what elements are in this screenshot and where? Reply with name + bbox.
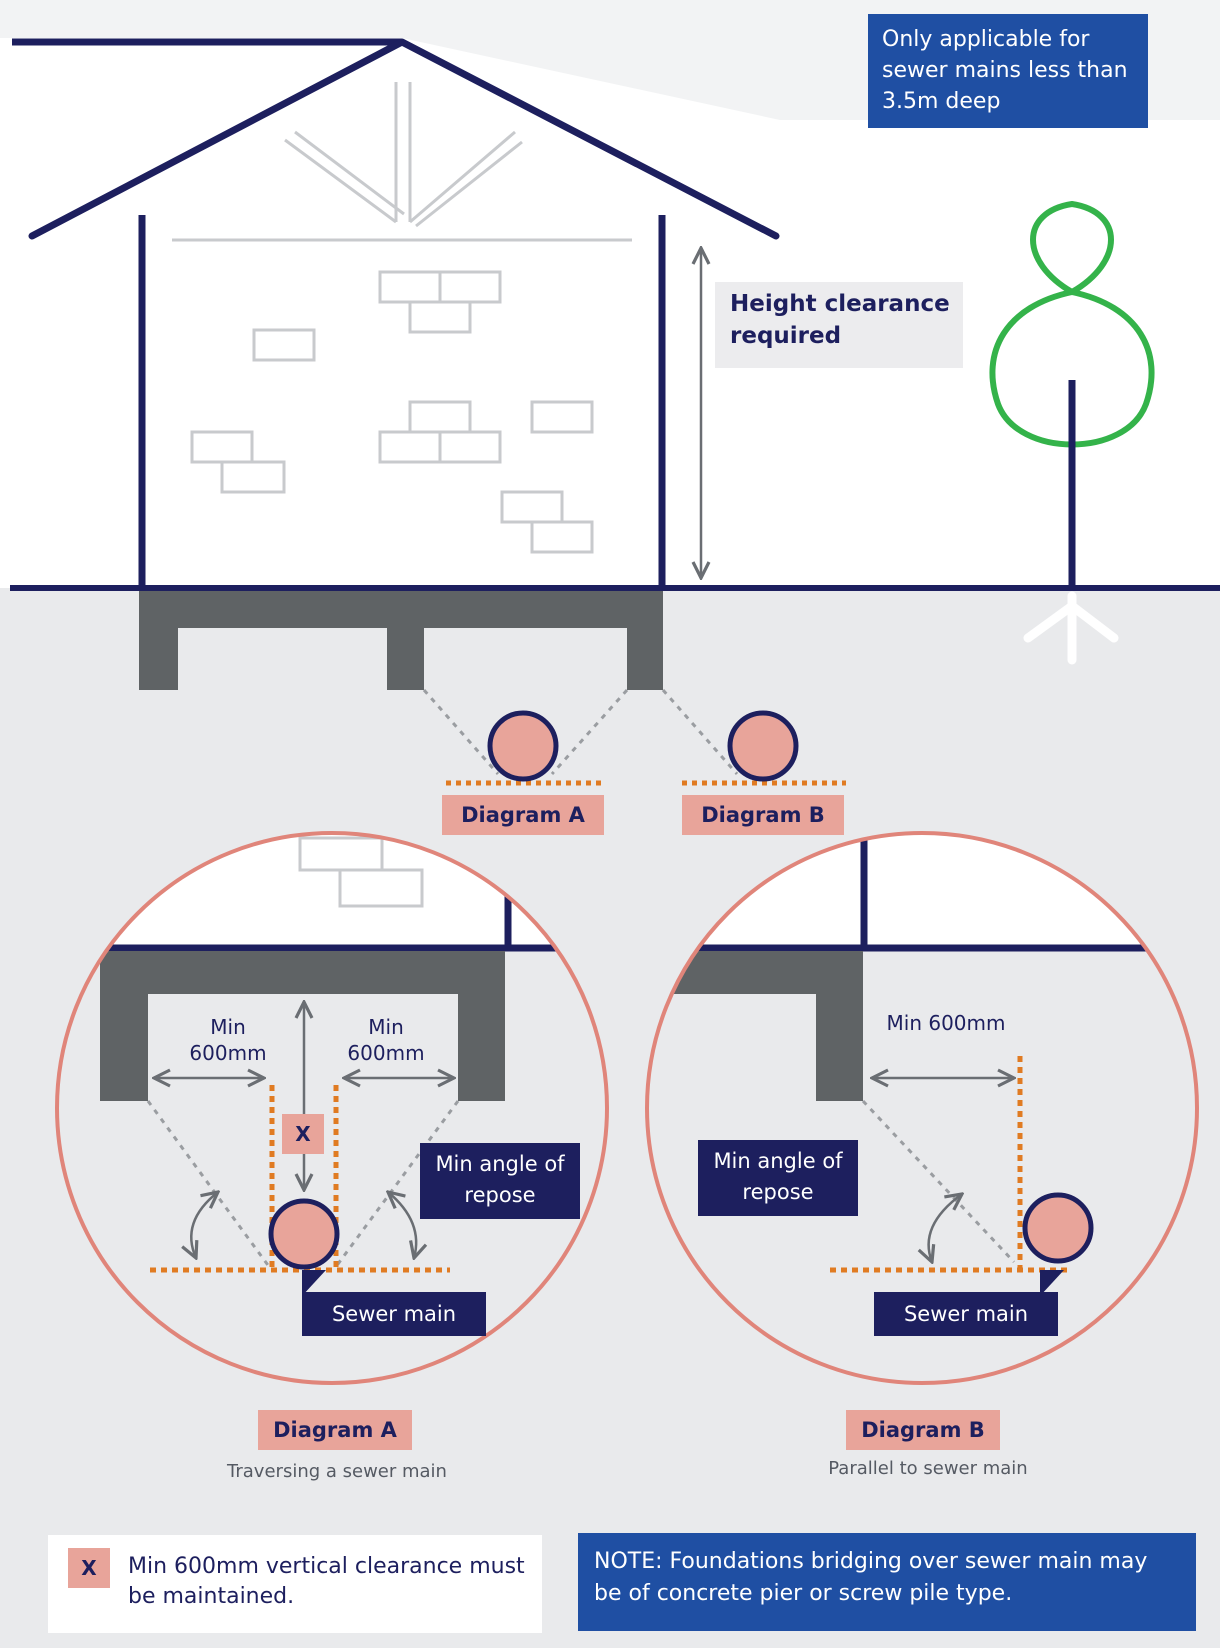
pipe-b-top: [661, 689, 846, 786]
legend-text-content: Min 600mm vertical clearance must be mai…: [128, 1554, 525, 1609]
roof-truss: [284, 82, 523, 228]
sewer-main-label-a-text: Sewer main: [331, 1302, 457, 1326]
legend-x-marker-text: X: [81, 1556, 97, 1580]
height-clearance-text: Height clearance required: [730, 291, 950, 349]
diagram-a-title: Diagram A: [258, 1410, 412, 1450]
angle-arrow-left: [191, 1192, 218, 1258]
diagram-b-zoom-border: [645, 831, 1199, 1385]
sewer-main-label-b-text: Sewer main: [903, 1302, 1029, 1326]
min-600-left-label: Min 600mm: [172, 1014, 284, 1066]
tree-roots: [1023, 591, 1119, 665]
angle-label-a-text: Min angle of repose: [435, 1152, 565, 1207]
min-600-right-label: Min 600mm: [330, 1014, 442, 1066]
pipe-label-a: Diagram A: [442, 795, 604, 835]
sewer-pipe-a-icon: [487, 710, 559, 782]
diagram-b-caption: Parallel to sewer main: [778, 1457, 1078, 1481]
tree: [989, 200, 1155, 665]
legend-panel: [48, 1535, 542, 1633]
pipe-a-top: [422, 689, 629, 786]
legend-text: Min 600mm vertical clearance must be mai…: [128, 1552, 536, 1612]
sewer-pipe-b-detail-icon: [1022, 1192, 1094, 1264]
angle-arrow-b: [929, 1194, 962, 1262]
legend-x-marker: X: [68, 1548, 110, 1588]
height-clearance-panel: [715, 282, 963, 368]
angle-label-b: Min angle of repose: [698, 1140, 858, 1216]
diagram-b-title: Diagram B: [846, 1410, 1000, 1450]
foundation-beam: [139, 591, 663, 690]
diagram-a-caption: Traversing a sewer main: [182, 1460, 492, 1484]
diagram-b-title-text: Diagram B: [861, 1418, 985, 1442]
pipe-label-a-text: Diagram A: [461, 803, 585, 827]
diagram-a-zoom-border: [55, 831, 609, 1385]
x-marker: X: [282, 1114, 324, 1154]
roof: [28, 38, 780, 240]
height-clearance-label: Height clearance required: [730, 288, 962, 352]
diagram-a-caption-text: Traversing a sewer main: [227, 1461, 447, 1482]
footer-note-text: NOTE: Foundations bridging over sewer ma…: [594, 1549, 1148, 1606]
applicability-note-text: Only applicable for sewer mains less tha…: [882, 27, 1128, 114]
diagram-a-title-text: Diagram A: [273, 1418, 397, 1442]
min-600-b-label: Min 600mm: [886, 1010, 1006, 1036]
pipe-label-b: Diagram B: [682, 795, 844, 835]
sewer-pipe-a-detail-icon: [268, 1198, 340, 1270]
angle-label-b-text: Min angle of repose: [713, 1149, 843, 1204]
tree-canopy: [989, 200, 1155, 448]
x-marker-text: X: [295, 1122, 311, 1146]
angle-label-a: Min angle of repose: [420, 1143, 580, 1219]
min-600-right-text: Min 600mm: [347, 1015, 425, 1065]
angle-arrow-right: [388, 1192, 416, 1258]
sewer-main-label-b: Sewer main: [874, 1292, 1058, 1336]
footer-note: NOTE: Foundations bridging over sewer ma…: [578, 1533, 1196, 1631]
house: [12, 38, 780, 588]
applicability-note: Only applicable for sewer mains less tha…: [868, 14, 1148, 128]
sewer-main-label-a: Sewer main: [302, 1292, 486, 1336]
min-600-b-text: Min 600mm: [886, 1011, 1006, 1035]
brick-pattern: [190, 270, 594, 554]
sewer-pipe-b-icon: [727, 710, 799, 782]
diagram-b-caption-text: Parallel to sewer main: [828, 1458, 1028, 1479]
min-600-left-text: Min 600mm: [189, 1015, 267, 1065]
pipe-label-b-text: Diagram B: [701, 803, 825, 827]
